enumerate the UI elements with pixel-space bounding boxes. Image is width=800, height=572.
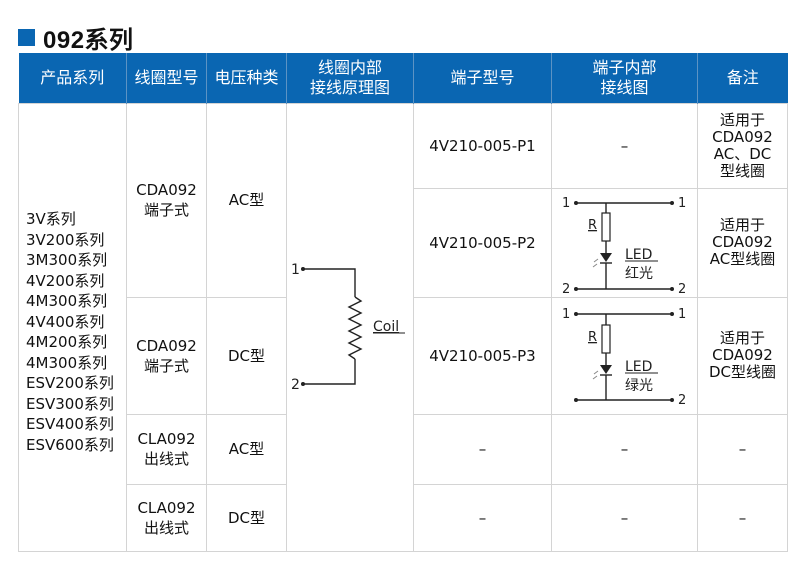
terminal-diagram-cell: – (551, 483, 698, 552)
terminal-diagram-cell: 1 1 R LED 绿光 (551, 296, 698, 415)
coil-wire-top (303, 267, 356, 297)
coil-diagram-cell: 1 2 Coil (286, 102, 414, 552)
svg-text:2: 2 (678, 282, 686, 297)
table-row: 3V系列 3V200系列 3M300系列 4V200系列 4M300系列 4V4… (18, 102, 788, 552)
terminal-model-cell: 4V210-005-P1 (413, 102, 552, 189)
svg-text:红光: 红光 (625, 266, 653, 282)
coil-label: Coil (373, 319, 399, 335)
header-terminal-model: 端子型号 (413, 53, 552, 103)
remark-cell: – (697, 483, 788, 552)
svg-text:1: 1 (678, 196, 686, 211)
series-item: 4V200系列 (26, 271, 105, 290)
coil-pin2-dot (301, 381, 305, 386)
voltage-cell: DC型 (206, 483, 287, 552)
svg-text:2: 2 (562, 282, 570, 297)
svg-text:1: 1 (562, 196, 570, 211)
header-product-series: 产品系列 (18, 53, 127, 103)
voltage-cell: AC型 (206, 102, 287, 298)
coil-pin1-label: 1 (291, 262, 300, 278)
series-item: 4M200系列 (26, 333, 108, 351)
resistor-icon (601, 323, 611, 354)
section-title: 092系列 (18, 24, 134, 54)
svg-text:LED: LED (625, 247, 652, 263)
coil-diagram: 1 2 Coil (291, 262, 405, 393)
remark-cell: – (697, 413, 788, 485)
voltage-cell: DC型 (206, 296, 287, 415)
terminal-diagram-cell: – (551, 413, 698, 485)
svg-text:1: 1 (678, 307, 686, 322)
coil-wire-bottom (303, 358, 356, 385)
led-icon (600, 364, 612, 374)
series-item: 4V400系列 (26, 312, 105, 331)
header-coil-wiring: 线圈内部接线原理图 (286, 53, 414, 103)
terminal-diagram-cell: – (551, 102, 698, 189)
series-item: ESV600系列 (26, 435, 114, 454)
terminal-model-cell: 4V210-005-P3 (413, 296, 552, 415)
product-series-cell: 3V系列 3V200系列 3M300系列 4V200系列 4M300系列 4V4… (18, 102, 127, 552)
resistor-icon (601, 211, 611, 242)
svg-text:绿光: 绿光 (625, 378, 653, 394)
header-row: 产品系列 线圈型号 电压种类 线圈内部接线原理图 端子型号 端子内部接线图 备注 (18, 53, 788, 103)
terminal-diagram-cell: 1 1 R LED 红光 2 (551, 187, 698, 298)
header-terminal-wiring: 端子内部接线图 (551, 53, 698, 103)
svg-text:LED: LED (625, 359, 652, 375)
terminal-model-cell: – (413, 483, 552, 552)
series-item: 3V200系列 (26, 230, 105, 249)
voltage-cell: AC型 (206, 413, 287, 485)
series-item: 3V系列 (26, 210, 76, 228)
spec-table: 产品系列 线圈型号 电压种类 线圈内部接线原理图 端子型号 端子内部接线图 备注… (18, 53, 788, 552)
header-voltage-type: 电压种类 (206, 53, 287, 103)
led-green-diagram: 1 1 R LED 绿光 (562, 307, 686, 408)
svg-text:2: 2 (678, 393, 686, 408)
coil-pin2-label: 2 (291, 377, 300, 393)
title-square-icon (18, 28, 35, 46)
series-item: 4M300系列 (26, 292, 108, 310)
header-coil-model: 线圈型号 (126, 53, 207, 103)
section-title-text: 092系列 (43, 26, 134, 54)
terminal-model-cell: – (413, 413, 552, 485)
series-item: 3M300系列 (26, 251, 108, 269)
svg-text:1: 1 (562, 307, 570, 322)
series-item: ESV300系列 (26, 394, 114, 413)
header-remarks: 备注 (697, 53, 788, 103)
svg-text:R: R (588, 330, 597, 345)
svg-text:R: R (588, 218, 597, 233)
led-icon (600, 252, 612, 262)
series-item: 4M300系列 (26, 353, 108, 372)
series-item: ESV200系列 (26, 374, 114, 392)
led-red-diagram: 1 1 R LED 红光 2 (562, 196, 686, 297)
terminal-model-cell: 4V210-005-P2 (413, 187, 552, 298)
series-item: ESV400系列 (26, 415, 114, 433)
coil-zigzag-icon (347, 295, 363, 360)
